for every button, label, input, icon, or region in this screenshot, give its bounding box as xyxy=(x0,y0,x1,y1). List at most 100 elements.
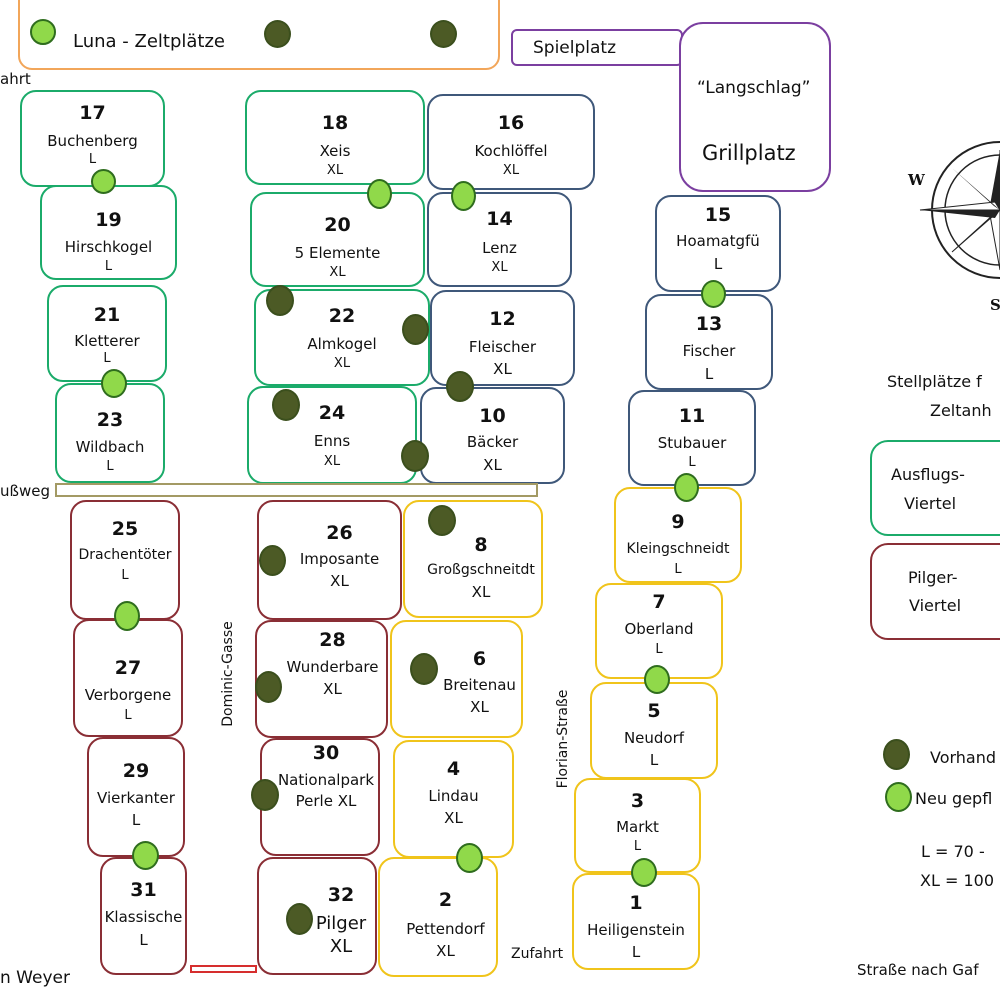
plot-name: Pettendorf xyxy=(406,920,485,938)
plot-name: Breitenau xyxy=(443,676,516,694)
plot-6[interactable]: 6 Breitenau XL xyxy=(390,620,523,738)
plot-3[interactable]: 3 Markt L xyxy=(574,778,701,873)
plot-14[interactable]: 14 Lenz XL xyxy=(427,192,572,287)
plot-27[interactable]: 27 Verborgene L xyxy=(73,619,183,737)
footpath-label: ußweg xyxy=(0,482,50,500)
plot-name: Xeis xyxy=(319,142,351,160)
plot-size: L xyxy=(139,931,148,949)
plot-name: Wildbach xyxy=(75,438,145,456)
plot-number: 19 xyxy=(95,209,122,231)
plot-13[interactable]: 13 Fischer L xyxy=(645,294,773,390)
plot-name: Großgschneitdt xyxy=(427,562,535,578)
plot-size: XL xyxy=(470,698,489,716)
plot-name: Lenz xyxy=(482,239,517,257)
plot-number: 2 xyxy=(438,889,453,911)
plot-name: Pilger xyxy=(315,913,367,934)
plot-number: 9 xyxy=(671,511,685,533)
plot-number: 26 xyxy=(326,522,353,544)
plot-7[interactable]: 7 Oberland L xyxy=(595,583,723,679)
plot-8[interactable]: 8 Großgschneitdt XL xyxy=(403,500,543,618)
plot-23[interactable]: 23 Wildbach L xyxy=(55,383,165,483)
plot-name: Klassische xyxy=(104,908,183,926)
legend-new-label: Neu gepfl xyxy=(915,789,993,808)
plot-11[interactable]: 11 Stubauer L xyxy=(628,390,756,486)
plot-size: XL xyxy=(323,454,341,469)
plot-size: L xyxy=(633,839,642,854)
plot-2[interactable]: 2 Pettendorf XL xyxy=(378,857,498,977)
spielplatz-area xyxy=(511,29,683,66)
plot-size: L xyxy=(631,943,641,961)
plot-number: 7 xyxy=(652,591,666,613)
plot-name: Buchenberg xyxy=(47,132,138,150)
legend-existing-label: Vorhand xyxy=(930,748,997,767)
plot-4[interactable]: 4 Lindau XL xyxy=(393,740,514,858)
plot-number: 29 xyxy=(122,760,150,782)
plot-number: 17 xyxy=(79,102,106,124)
grillplatz-label: Grillplatz xyxy=(702,141,796,165)
grillplatz-area xyxy=(679,22,831,192)
plot-number: 21 xyxy=(93,304,121,326)
plot-name: Oberland xyxy=(624,620,694,638)
tree-existing-icon xyxy=(286,903,313,935)
compass-rose-icon xyxy=(919,141,1000,279)
legend-ausflugs-line2: Viertel xyxy=(904,494,957,513)
plot-5[interactable]: 5 Neudorf L xyxy=(590,682,718,779)
plot-20[interactable]: 20 5 Elemente XL xyxy=(250,192,425,287)
legend-ausflugs-line1: Ausflugs- xyxy=(891,465,965,484)
entrance-marker xyxy=(190,965,257,973)
plot-number: 22 xyxy=(328,305,356,327)
tree-existing-icon xyxy=(259,545,286,576)
plot-size: L xyxy=(131,811,141,829)
plot-15[interactable]: 15 Hoamatgfü L xyxy=(655,195,781,292)
tree-existing-icon xyxy=(430,20,457,48)
plot-size: L xyxy=(649,751,659,769)
plot-number: 18 xyxy=(321,112,349,134)
plot-name: Nationalpark xyxy=(277,771,375,789)
plot-18[interactable]: 18 Xeis XL xyxy=(245,90,425,185)
luna-tent-area xyxy=(18,0,500,70)
plot-1[interactable]: 1 Heiligenstein L xyxy=(572,873,700,970)
tree-new-icon xyxy=(367,179,392,209)
plot-number: 32 xyxy=(327,884,355,906)
plot-25[interactable]: 25 Drachentöter L xyxy=(70,500,180,620)
plot-21[interactable]: 21 Kletterer L xyxy=(47,285,167,382)
plot-size: L xyxy=(655,642,663,657)
plot-number: 24 xyxy=(318,402,346,424)
legend-title-line2: Zeltanh xyxy=(930,401,992,420)
plot-name: Wunderbare xyxy=(286,658,379,676)
plot-name: Kletterer xyxy=(74,332,140,350)
tree-new-icon xyxy=(132,841,159,870)
plot-size: XL xyxy=(491,260,508,275)
plot-12[interactable]: 12 Fleischer XL xyxy=(430,290,575,386)
zufahrt-top-label: ahrt xyxy=(0,70,31,88)
plot-22[interactable]: 22 Almkogel XL xyxy=(254,289,430,386)
plot-number: 5 xyxy=(647,700,661,722)
plot-number: 23 xyxy=(96,409,124,431)
plot-29[interactable]: 29 Vierkanter L xyxy=(87,737,185,857)
plot-32[interactable]: 32 Pilger XL xyxy=(257,857,377,975)
legend-size-l: L = 70 - xyxy=(921,842,985,861)
compass-south-label: S xyxy=(990,296,1000,314)
plot-name: Kleingschneidt xyxy=(626,541,730,557)
plot-name: Hoamatgfü xyxy=(676,232,760,250)
plot-9[interactable]: 9 Kleingschneidt L xyxy=(614,487,742,583)
plot-number: 3 xyxy=(630,790,645,812)
plot-10[interactable]: 10 Bäcker XL xyxy=(420,387,565,484)
plot-size: XL xyxy=(329,265,346,280)
plot-size: XL xyxy=(323,680,342,698)
plot-name: Drachentöter xyxy=(78,547,172,563)
plot-name: Fleischer xyxy=(468,338,537,356)
plot-number: 20 xyxy=(324,214,351,236)
plot-size: XL xyxy=(333,356,351,371)
plot-16[interactable]: 16 Kochlöffel XL xyxy=(427,94,595,190)
plot-30[interactable]: 30 Nationalpark Perle XL xyxy=(260,738,380,856)
plot-19[interactable]: 19 Hirschkogel L xyxy=(40,185,177,280)
plot-number: 31 xyxy=(130,879,157,901)
tree-new-icon xyxy=(631,858,657,887)
plot-size: L xyxy=(104,259,113,274)
plot-name: Almkogel xyxy=(307,335,377,353)
plot-size: L xyxy=(88,152,97,167)
plot-31[interactable]: 31 Klassische L xyxy=(100,857,187,975)
tree-existing-icon xyxy=(264,20,291,48)
plot-17[interactable]: 17 Buchenberg L xyxy=(20,90,165,187)
